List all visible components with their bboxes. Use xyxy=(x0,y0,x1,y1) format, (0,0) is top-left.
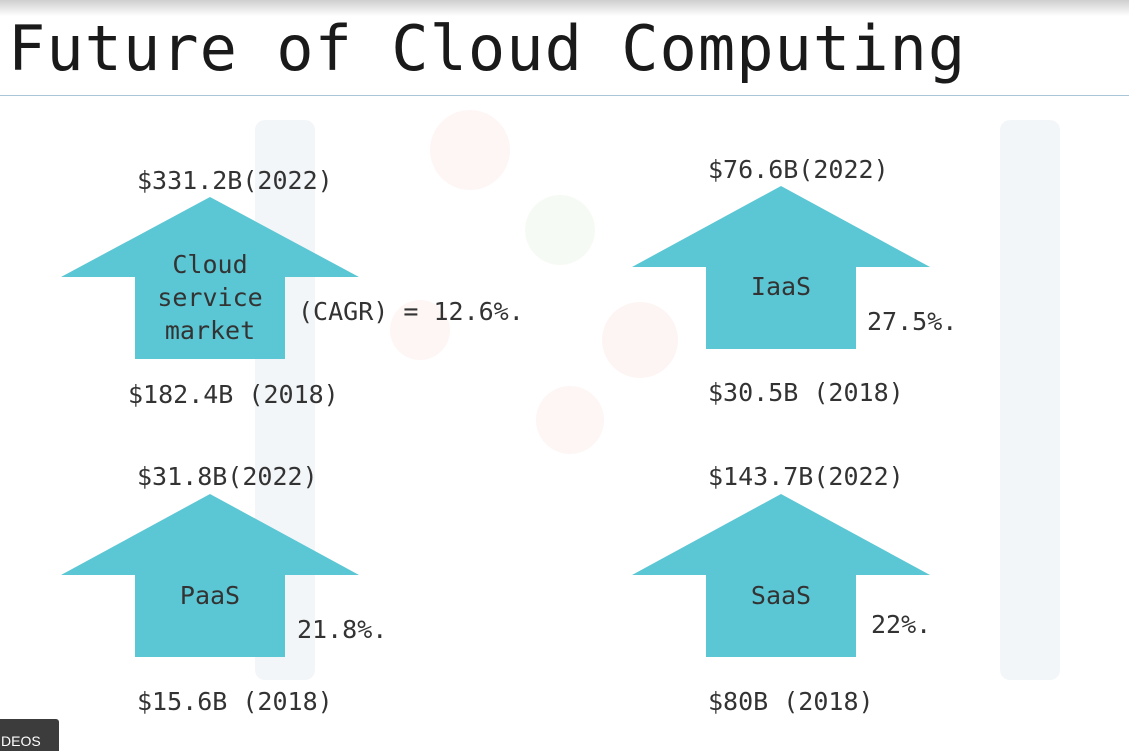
cloud-2018-value: $182.4B (2018) xyxy=(128,380,339,409)
iaas-label: IaaS xyxy=(750,272,812,301)
paas-growth-rate: 21.8%. xyxy=(297,615,388,644)
saas-label: SaaS xyxy=(750,581,812,610)
paas-arrow: PaaS xyxy=(61,494,359,657)
saas-growth-rate: 22%. xyxy=(871,610,932,639)
saas-2022-value: $143.7B(2022) xyxy=(708,462,904,491)
cloud-label-line-1: Cloud xyxy=(172,250,248,279)
saas-2018-value: $80B (2018) xyxy=(708,687,874,716)
paas-2022-value: $31.8B(2022) xyxy=(137,462,318,491)
iaas-arrow: IaaS xyxy=(632,186,930,349)
paas-2018-value: $15.6B (2018) xyxy=(137,687,333,716)
iaas-2018-value: $30.5B (2018) xyxy=(708,378,904,407)
cloud-label-line-2: service xyxy=(157,283,263,312)
more-videos-button[interactable]: DEOS xyxy=(0,719,59,751)
up-arrow-icon xyxy=(61,494,359,657)
cloud-market-arrow: Cloud service market xyxy=(61,197,359,359)
cloud-cagr-rate: (CAGR) = 12.6%. xyxy=(298,297,524,326)
iaas-growth-rate: 27.5%. xyxy=(867,307,958,336)
up-arrow-icon xyxy=(632,494,930,657)
paas-label: PaaS xyxy=(179,581,241,610)
top-gradient-bar xyxy=(0,0,1129,16)
up-arrow-icon xyxy=(632,186,930,349)
slide-title: Future of Cloud Computing xyxy=(8,12,967,85)
cloud-2022-value: $331.2B(2022) xyxy=(137,166,333,195)
up-arrow-icon xyxy=(61,197,359,359)
cloud-market-label: Cloud service market xyxy=(61,248,359,347)
title-divider xyxy=(0,95,1129,96)
iaas-2022-value: $76.6B(2022) xyxy=(708,155,889,184)
cloud-label-line-3: market xyxy=(164,316,256,345)
saas-arrow: SaaS xyxy=(632,494,930,657)
